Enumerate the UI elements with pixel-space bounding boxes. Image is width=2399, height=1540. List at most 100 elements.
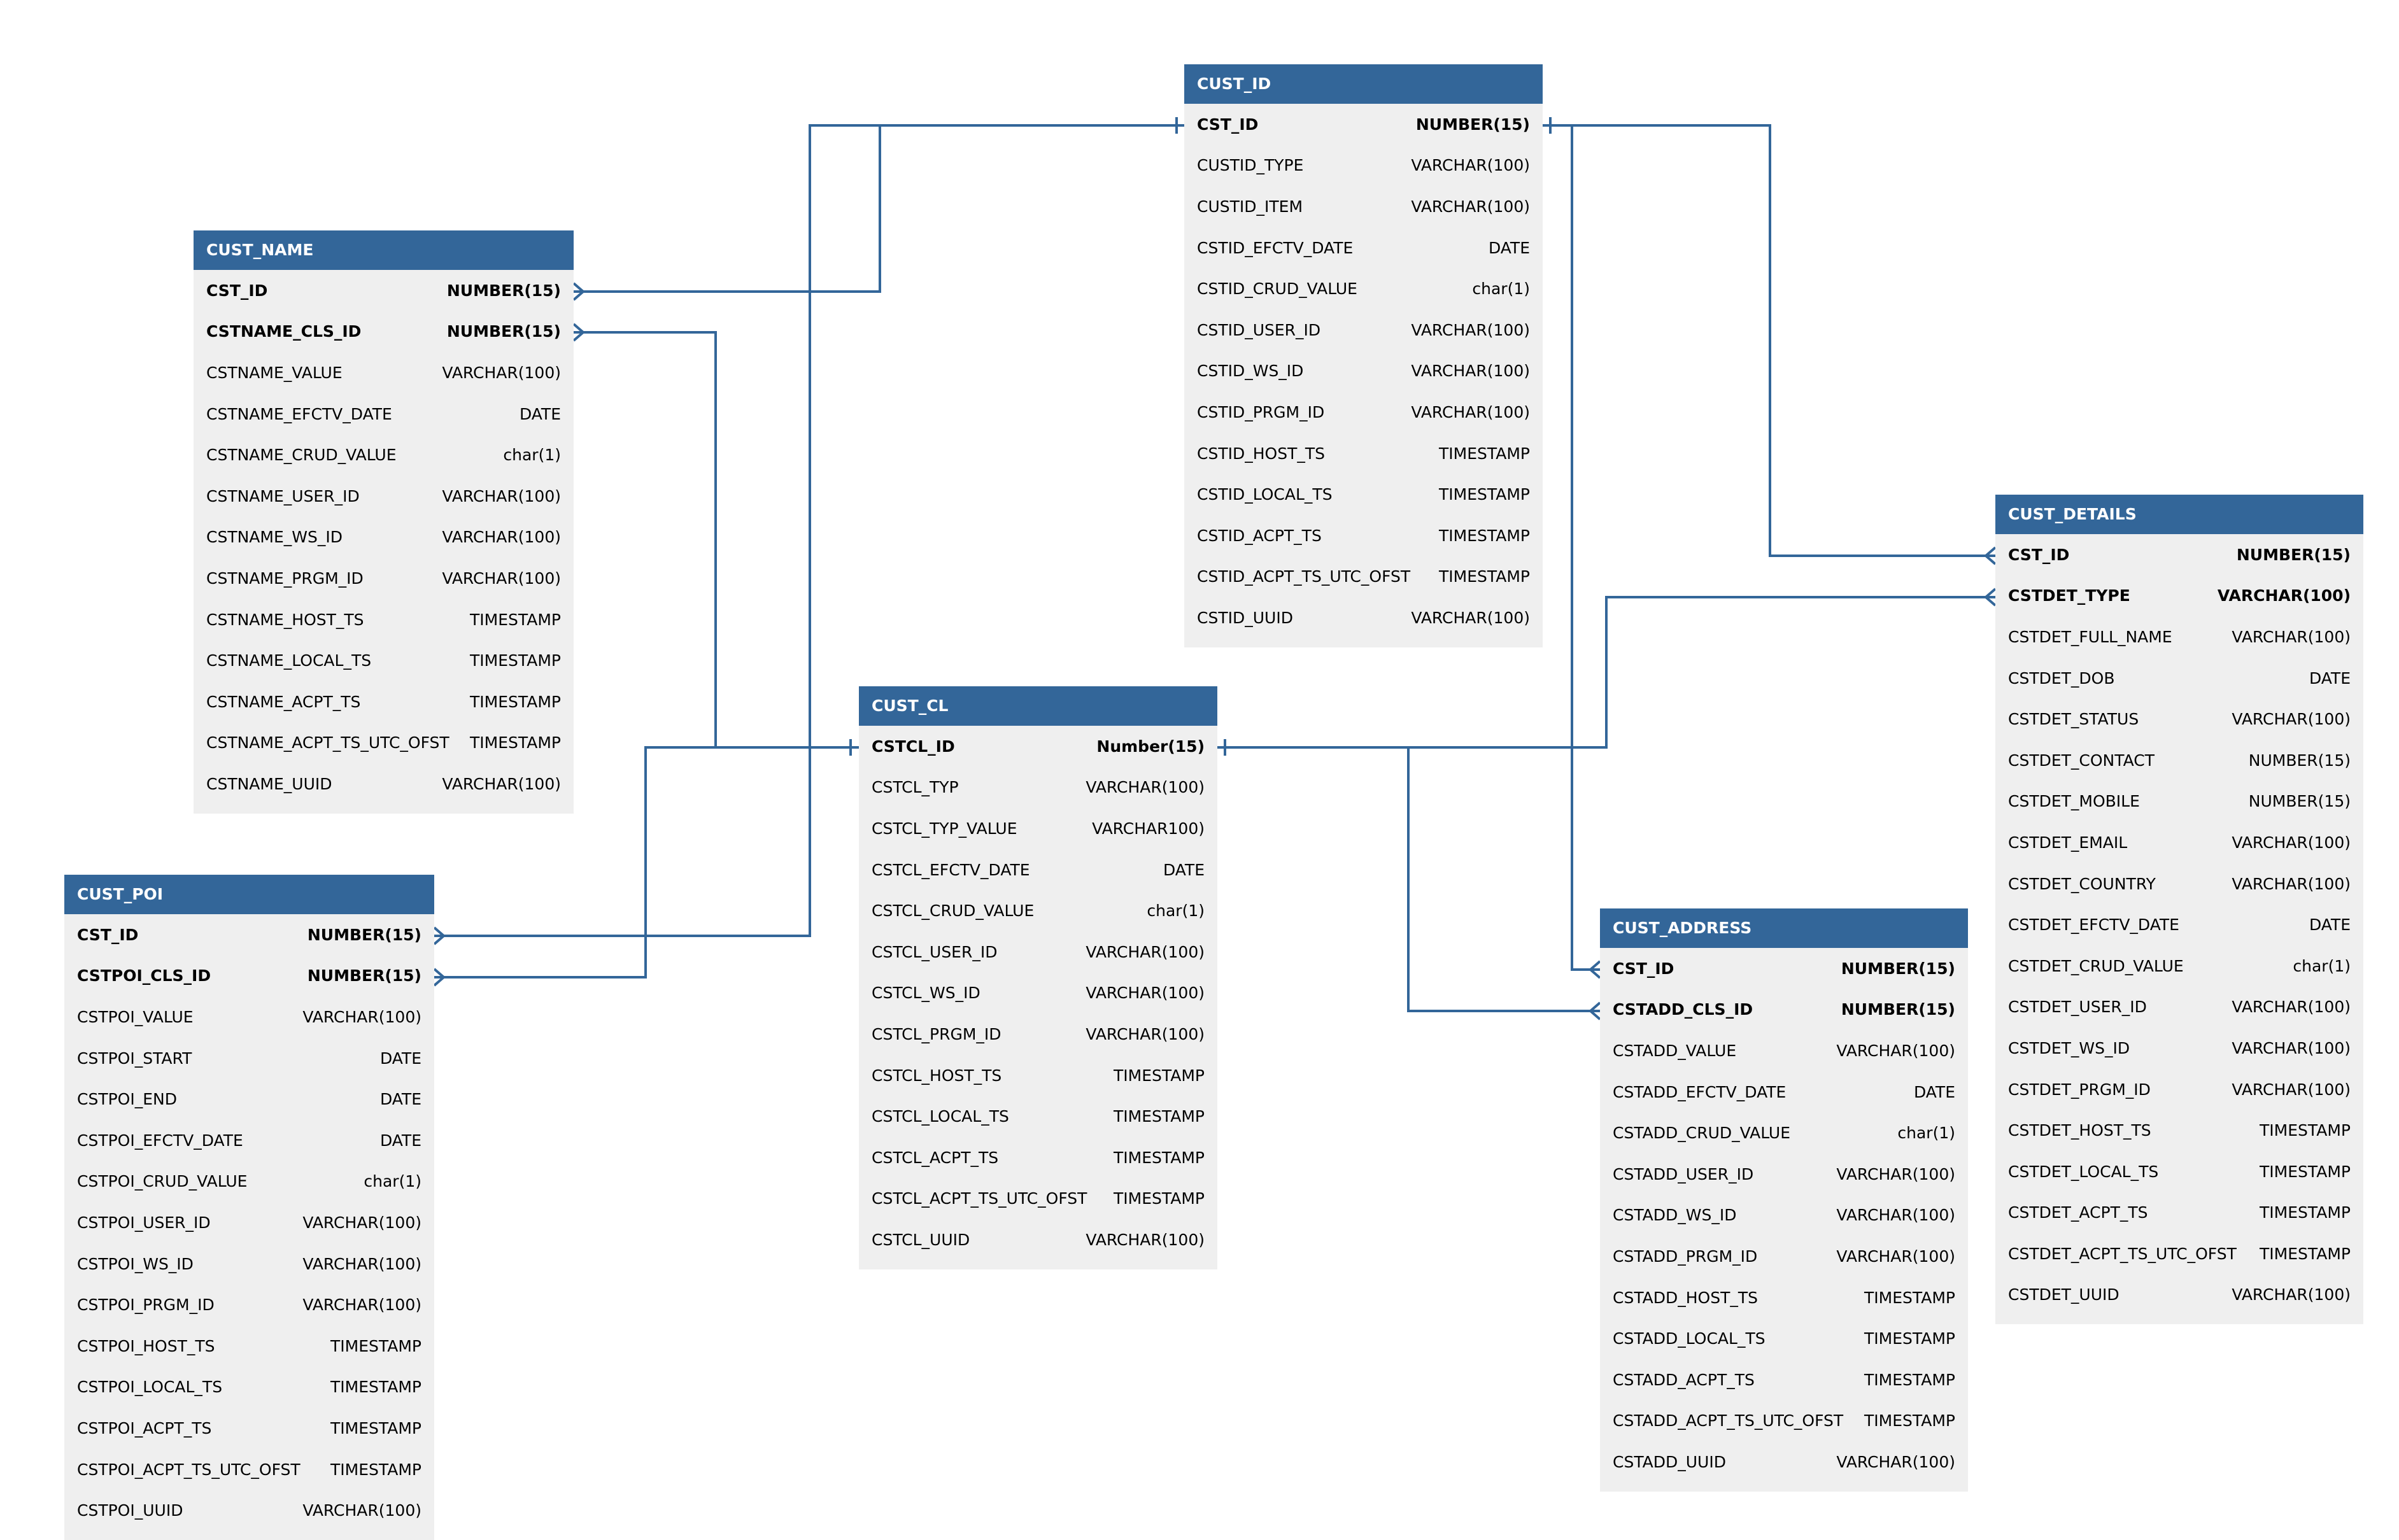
field-name: CSTADD_UUID (1613, 1452, 1726, 1471)
field-type: TIMESTAMP (1114, 1107, 1205, 1126)
field-type: VARCHAR(100) (302, 1007, 421, 1026)
field-name: CSTID_ACPT_TS (1197, 526, 1322, 545)
field-type: DATE (379, 1131, 421, 1150)
connector-custcl-custdetails (1217, 596, 1995, 749)
field-name: CSTADD_EFCTV_DATE (1613, 1082, 1787, 1101)
